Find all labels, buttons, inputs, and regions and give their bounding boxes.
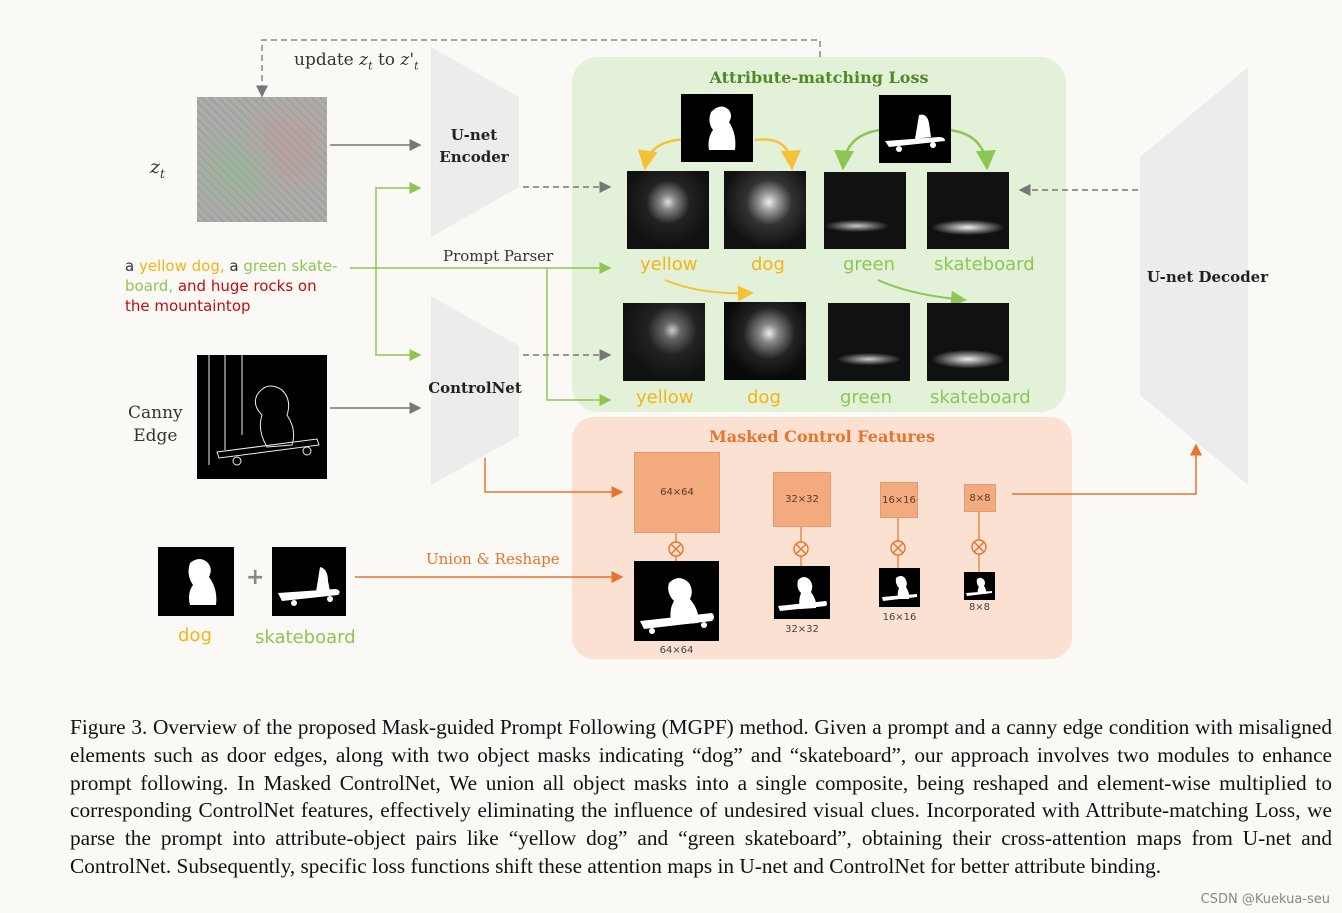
feature-16: 16×16: [880, 482, 918, 518]
update-label: update zt to z't: [294, 50, 419, 73]
word-row1-dog: dog: [751, 254, 785, 275]
update-loop-arrow: [256, 39, 821, 98]
mask-label-dog: dog: [178, 625, 212, 646]
attn-map-cn-skateboard: [927, 303, 1009, 381]
word-row1-green: green: [843, 254, 895, 275]
union-reshape-label: Union & Reshape: [426, 550, 560, 568]
word-row2-dog: dog: [747, 387, 781, 408]
controlnet-label: ControlNet: [428, 379, 522, 397]
mask-64: [634, 561, 719, 641]
dog-mask-top: [681, 94, 753, 162]
mask-32: [774, 566, 830, 619]
controlnet-block: [431, 296, 519, 485]
attn-map-unet-dog: [724, 171, 806, 249]
feature-32: 32×32: [773, 472, 831, 527]
skateboard-mask-top: [879, 95, 951, 163]
feature-64: 64×64: [634, 452, 720, 533]
prompt-to-controlnet-arrow: [375, 268, 422, 361]
word-row2-green: green: [840, 387, 892, 408]
prompt-parser-to-row2-arrow: [546, 268, 612, 406]
figure-caption: Figure 3. Overview of the proposed Mask-…: [70, 715, 1332, 878]
plus-sign: +: [246, 565, 265, 590]
controlnet-to-features-arrow: [484, 458, 624, 498]
unet-decoder-label: U-net Decoder: [1146, 268, 1269, 286]
mask-32-label: 32×32: [785, 624, 819, 635]
unet-encoder-block: [431, 47, 519, 237]
prompt-to-encoder-arrow: [375, 182, 422, 268]
attn-map-unet-yellow: [627, 171, 709, 249]
noisy-latent-image: [197, 97, 327, 222]
canny-edge-image: [197, 355, 327, 479]
word-row2-skateboard: skateboard: [930, 387, 1031, 408]
word-row1-skateboard: skateboard: [934, 254, 1035, 275]
mask-16-label: 16×16: [882, 612, 917, 623]
attn-map-cn-green: [828, 303, 910, 381]
attn-map-cn-yellow: [623, 303, 705, 381]
zt-label: zt: [150, 156, 165, 181]
mask-16: [879, 568, 920, 607]
features-to-decoder-arrow: [1012, 443, 1202, 495]
dog-mask-input: [158, 547, 234, 616]
masked-control-title: Masked Control Features: [709, 427, 935, 446]
prompt-text: a yellow dog, a green skate- board, and …: [125, 257, 338, 315]
unet-decoder-block: [1140, 67, 1248, 485]
mask-8-label: 8×8: [968, 602, 991, 613]
feature-8: 8×8: [964, 484, 996, 512]
attribute-matching-title: Attribute-matching Loss: [709, 68, 929, 87]
word-row2-yellow: yellow: [636, 387, 694, 408]
attn-map-unet-skateboard: [927, 172, 1009, 249]
attn-map-cn-dog: [724, 302, 806, 380]
word-row1-yellow: yellow: [640, 254, 698, 275]
skateboard-mask-input: [272, 547, 346, 616]
mask-label-skateboard: skateboard: [255, 627, 356, 648]
mask-8: [964, 572, 995, 600]
watermark: CSDN @Kuekua-seu: [1200, 892, 1330, 907]
attn-map-unet-green: [824, 172, 906, 249]
mask-64-label: 64×64: [659, 645, 694, 656]
prompt-parser-label: Prompt Parser: [443, 247, 554, 265]
